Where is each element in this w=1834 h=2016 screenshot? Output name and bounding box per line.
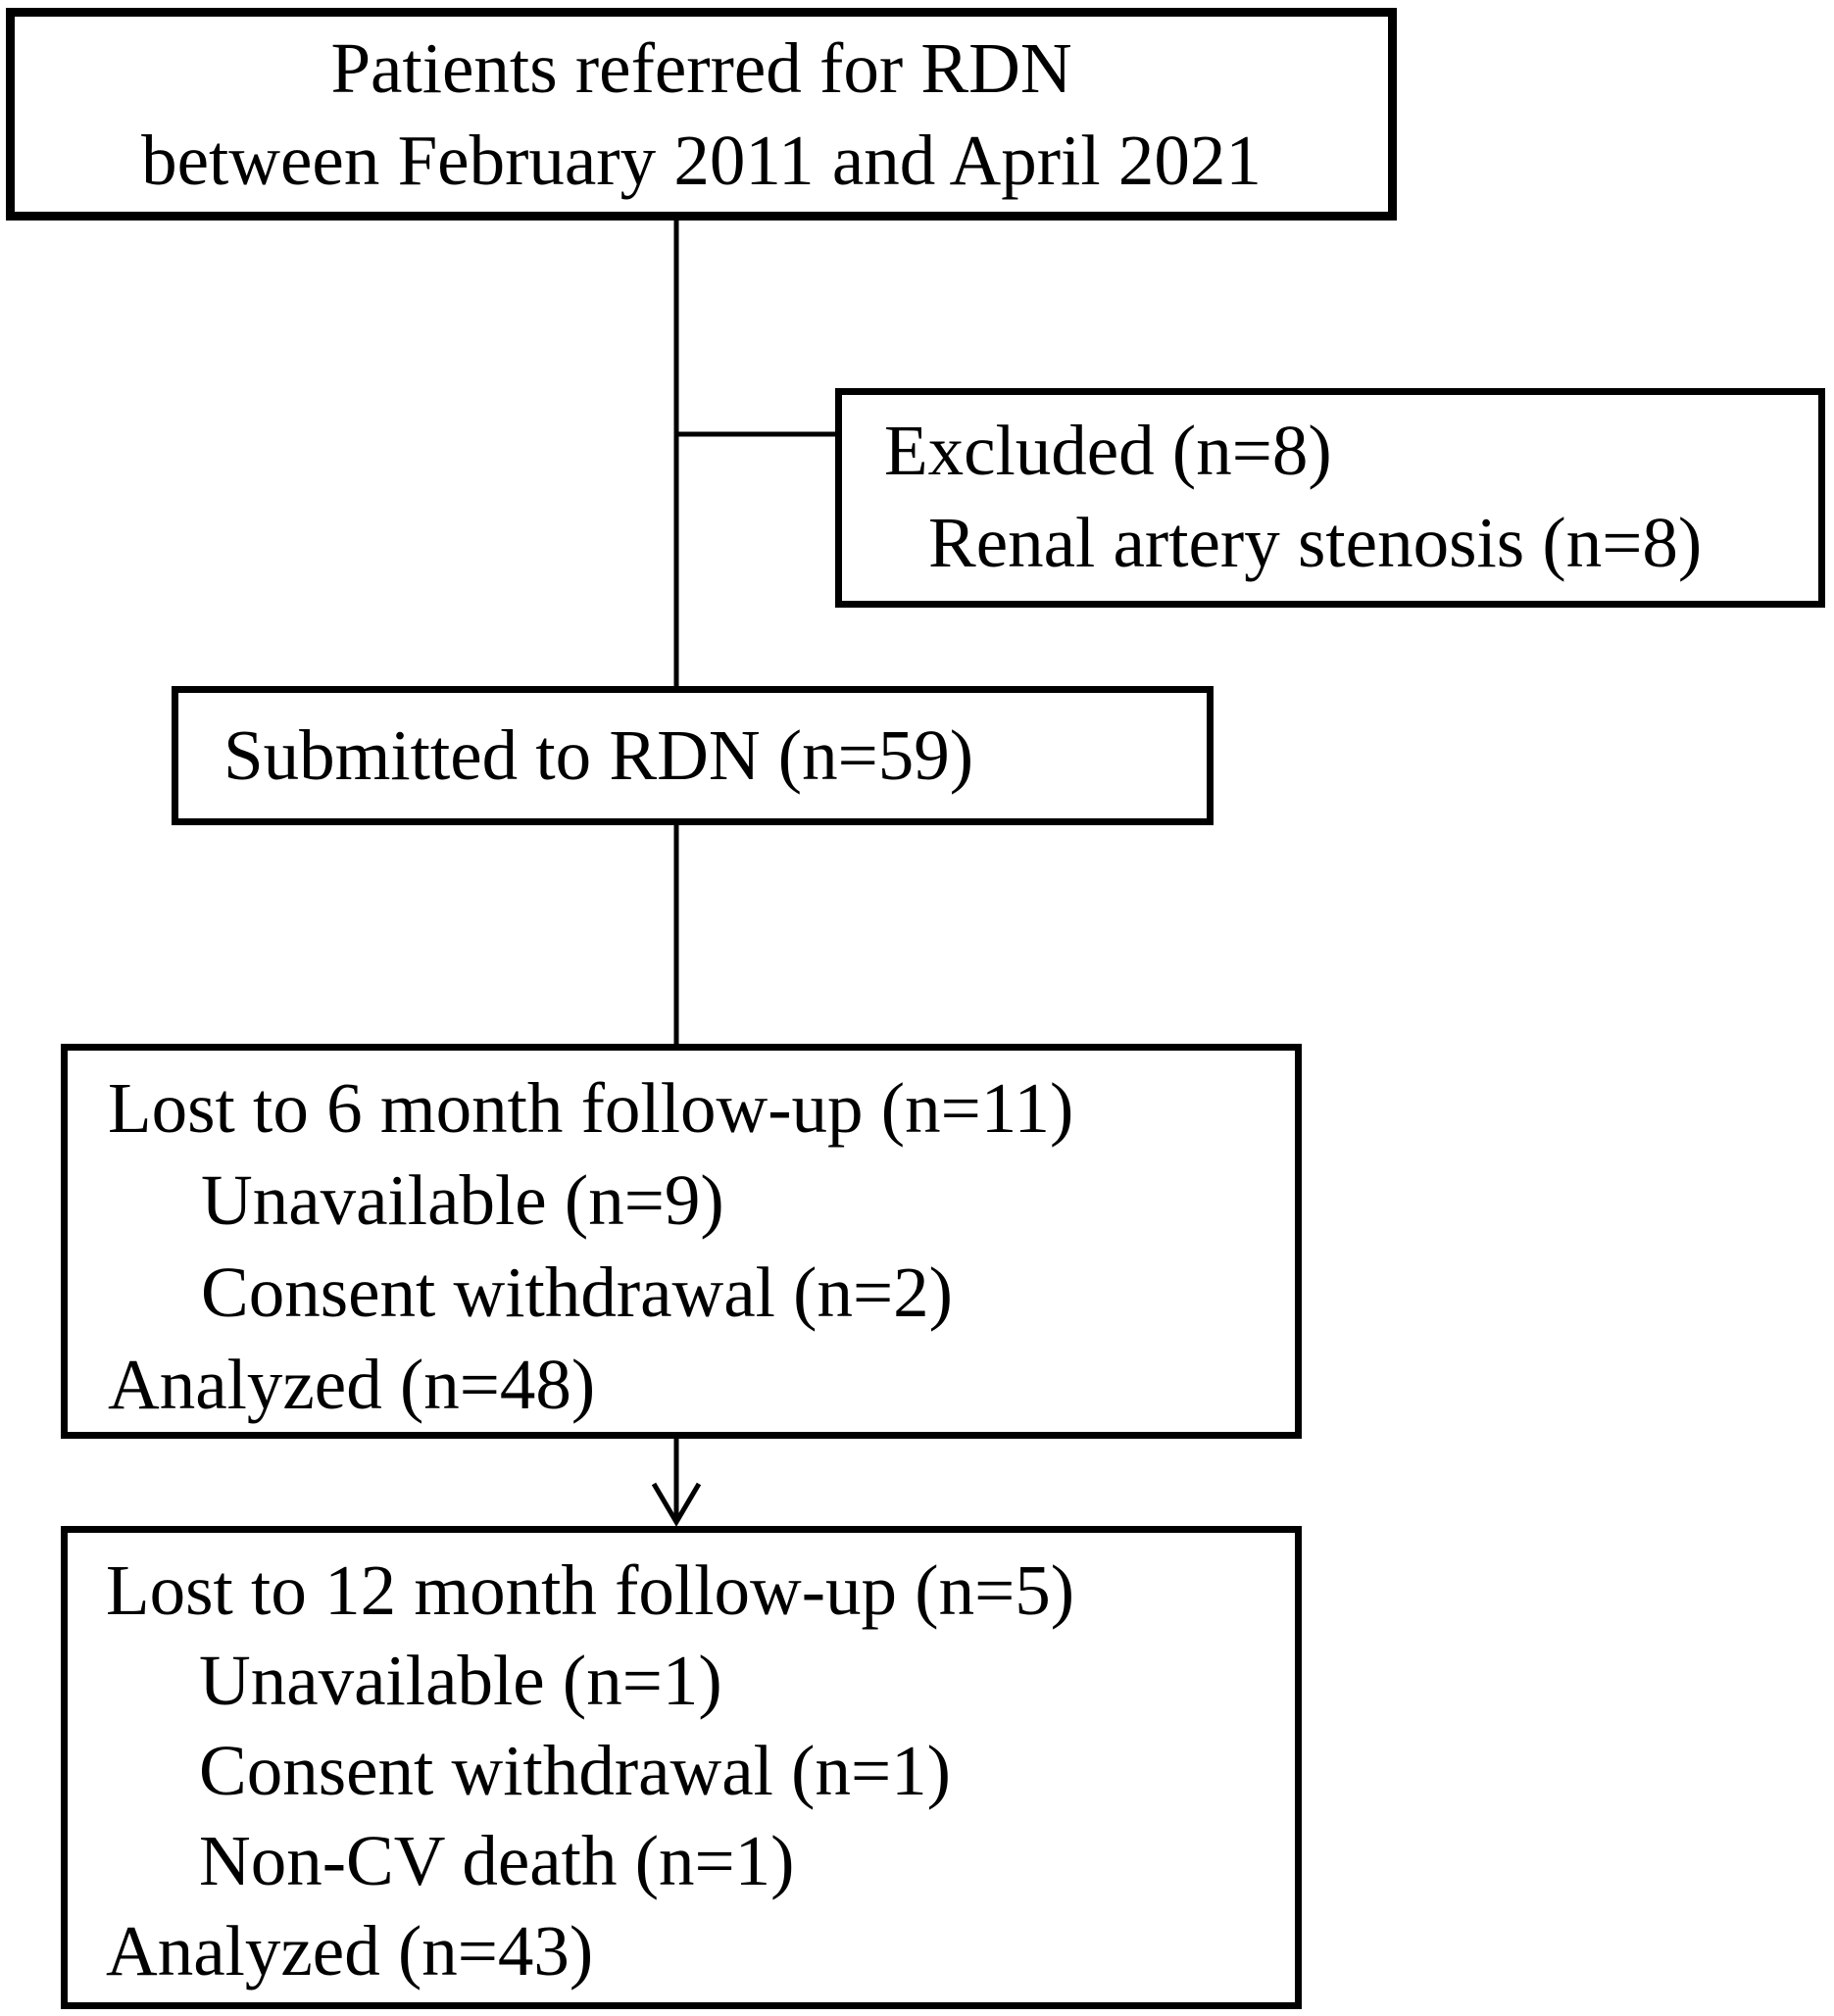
excluded-title-line: Excluded (n=8) (884, 411, 1332, 490)
patients-referred-line-2: between February 2011 and April 2021 (141, 120, 1262, 200)
box-lost-12-month-followup: Lost to 12 month follow-up (n=5) Unavail… (61, 1526, 1302, 2009)
lost12-unavailable-line: Unavailable (n=1) (199, 1641, 722, 1720)
patients-referred-line-1: Patients referred for RDN (330, 27, 1072, 108)
lost6-consent-withdrawal-line: Consent withdrawal (n=2) (201, 1253, 953, 1332)
submitted-line: Submitted to RDN (n=59) (223, 715, 974, 795)
lost12-noncv-death-line: Non-CV death (n=1) (199, 1821, 795, 1900)
box-lost-6-month-followup: Lost to 6 month follow-up (n=11) Unavail… (61, 1044, 1302, 1439)
lost6-title-line: Lost to 6 month follow-up (n=11) (108, 1068, 1074, 1148)
lost12-title-line: Lost to 12 month follow-up (n=5) (106, 1550, 1075, 1630)
box-submitted-to-rdn: Submitted to RDN (n=59) (172, 686, 1214, 825)
lost6-analyzed-line: Analyzed (n=48) (108, 1345, 596, 1424)
excluded-reason-line: Renal artery stenosis (n=8) (928, 503, 1703, 582)
lost12-consent-withdrawal-line: Consent withdrawal (n=1) (199, 1731, 951, 1810)
lost12-analyzed-line: Analyzed (n=43) (106, 1911, 594, 1991)
lost6-unavailable-line: Unavailable (n=9) (201, 1160, 724, 1240)
arrow-down-icon (651, 1482, 702, 1527)
box-excluded: Excluded (n=8) Renal artery stenosis (n=… (835, 388, 1825, 608)
box-patients-referred: Patients referred for RDN between Februa… (6, 8, 1397, 221)
